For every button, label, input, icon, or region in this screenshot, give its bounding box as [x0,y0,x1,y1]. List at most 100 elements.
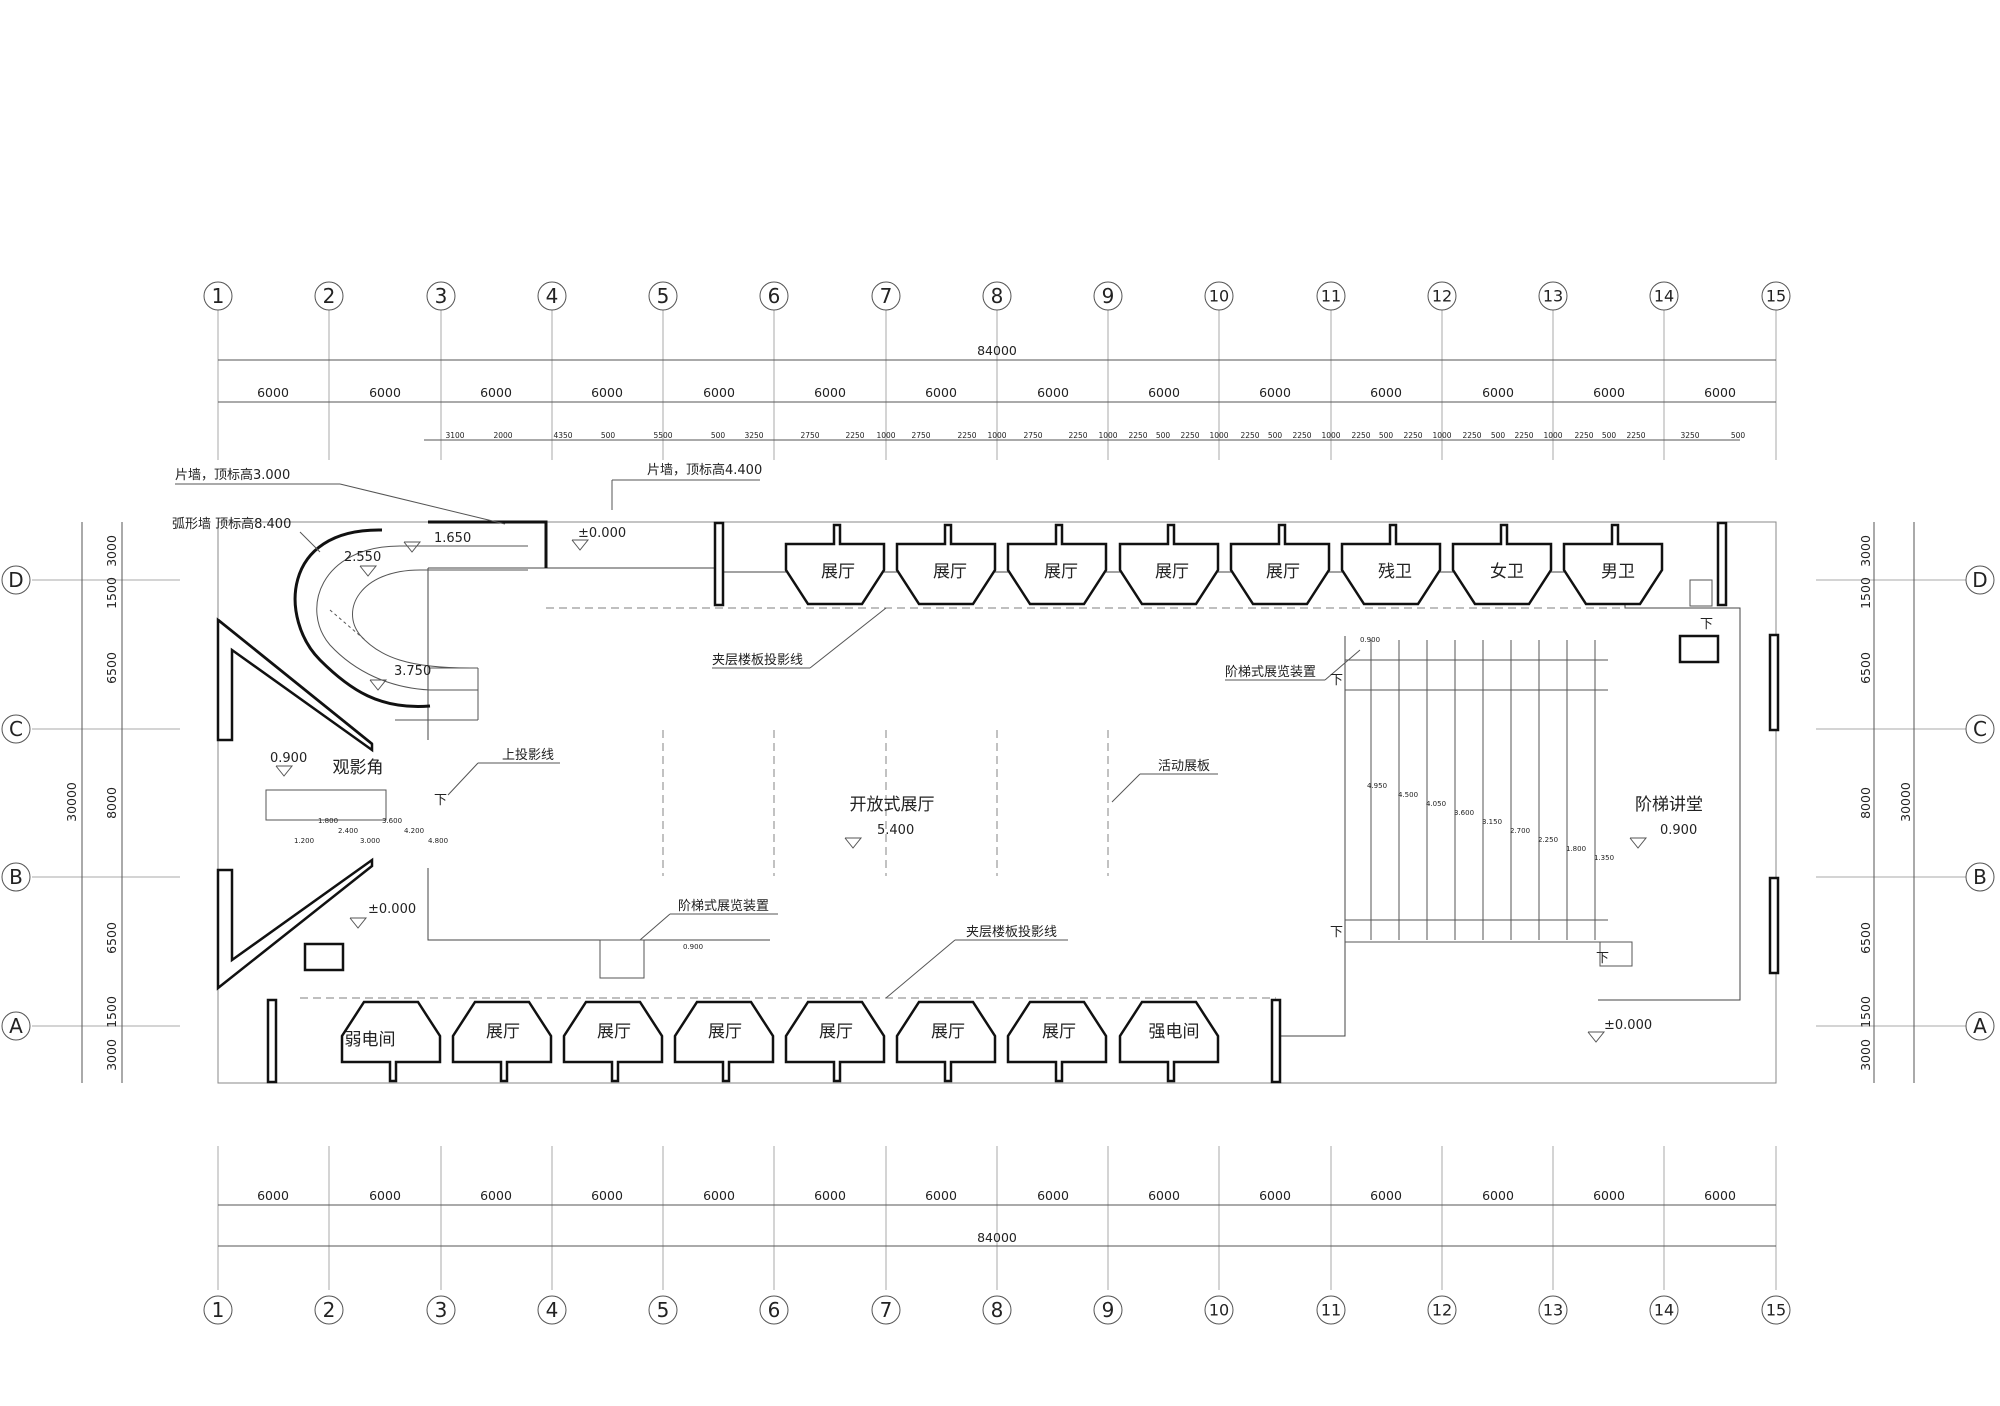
svg-text:2250: 2250 [1462,431,1481,440]
svg-text:3: 3 [435,284,448,308]
svg-text:下: 下 [1596,951,1609,966]
room-exhibition: 展厅 [708,1022,742,1042]
svg-text:2.400: 2.400 [338,827,358,835]
row-axis-bubbles: D C B A D C B A [1,565,1995,1041]
svg-text:3100: 3100 [445,431,464,440]
svg-text:500: 500 [1491,431,1506,440]
room-strong-current: 强电间 [1149,1022,1200,1042]
svg-text:下: 下 [1700,617,1713,632]
svg-text:1000: 1000 [1543,431,1562,440]
svg-text:15: 15 [1766,1301,1786,1320]
svg-text:6000: 6000 [1259,1188,1291,1203]
svg-text:±0.000: ±0.000 [1604,1018,1652,1033]
room-exhibition: 展厅 [1266,562,1300,582]
svg-text:A: A [1973,1014,1987,1038]
svg-text:1000: 1000 [987,431,1006,440]
svg-text:6000: 6000 [1370,385,1402,400]
room-lecture-hall: 阶梯讲堂 [1635,795,1703,815]
svg-text:6000: 6000 [591,385,623,400]
svg-text:B: B [1973,865,1987,889]
svg-text:6500: 6500 [1858,922,1873,954]
bottom-dimensions: 6000 6000 6000 6000 6000 6000 6000 6000 … [218,1188,1776,1247]
svg-text:6: 6 [768,1298,781,1322]
svg-text:6000: 6000 [814,385,846,400]
room-exhibition: 展厅 [931,1022,965,1042]
svg-text:2: 2 [323,1298,336,1322]
svg-text:6000: 6000 [1037,1188,1069,1203]
annotation-notes: 片墙，顶标高3.000 片墙，顶标高4.400 弧形墙 顶标高8.400 夹层楼… [172,462,1713,999]
svg-text:6000: 6000 [1482,1188,1514,1203]
svg-text:500: 500 [1602,431,1617,440]
svg-text:3000: 3000 [1858,535,1873,567]
svg-text:1: 1 [212,1298,225,1322]
svg-text:10: 10 [1209,287,1229,306]
svg-text:2250: 2250 [1128,431,1147,440]
svg-text:13: 13 [1543,287,1563,306]
svg-text:1.650: 1.650 [434,531,471,546]
svg-text:2250: 2250 [1180,431,1199,440]
svg-text:2000: 2000 [493,431,512,440]
svg-text:5.400: 5.400 [877,823,914,838]
svg-text:2250: 2250 [1514,431,1533,440]
svg-text:500: 500 [1268,431,1283,440]
svg-text:6000: 6000 [1593,1188,1625,1203]
room-exhibition: 展厅 [597,1022,631,1042]
svg-text:2.250: 2.250 [1538,836,1558,844]
svg-text:12: 12 [1432,1301,1452,1320]
svg-text:6500: 6500 [104,922,119,954]
svg-text:6000: 6000 [591,1188,623,1203]
svg-text:下: 下 [434,793,447,808]
svg-text:2250: 2250 [1626,431,1645,440]
svg-text:1.200: 1.200 [294,837,314,845]
svg-text:阶梯式展览装置: 阶梯式展览装置 [678,898,769,914]
svg-text:2250: 2250 [1351,431,1370,440]
svg-text:3000: 3000 [1858,1039,1873,1071]
svg-text:7: 7 [880,1298,893,1322]
svg-text:3000: 3000 [104,535,119,567]
svg-text:1000: 1000 [1098,431,1117,440]
svg-text:8: 8 [991,284,1004,308]
svg-text:1500: 1500 [104,996,119,1028]
top-axis-bubbles: 1 2 3 4 5 6 7 8 9 10 11 12 13 14 15 [203,281,1791,311]
svg-text:活动展板: 活动展板 [1158,759,1210,774]
left-dimensions: 30000 3000 1500 6500 8000 6500 1500 3000 [64,522,123,1083]
svg-text:下: 下 [1330,925,1343,940]
room-exhibition: 展厅 [1042,1022,1076,1042]
level-marks: 1.650 2.550 3.750 ±0.000 0.900 ±0.000 5.… [270,526,1697,1043]
svg-text:4: 4 [546,284,559,308]
svg-text:15: 15 [1766,287,1786,306]
svg-text:1500: 1500 [104,577,119,609]
svg-text:4.800: 4.800 [428,837,448,845]
svg-text:30000: 30000 [64,782,79,822]
svg-text:6000: 6000 [1037,385,1069,400]
svg-text:6500: 6500 [104,652,119,684]
svg-text:2250: 2250 [845,431,864,440]
svg-text:3.600: 3.600 [382,817,402,825]
svg-text:1000: 1000 [876,431,895,440]
svg-text:2.550: 2.550 [344,550,381,565]
svg-text:0.900: 0.900 [270,751,307,766]
svg-text:C: C [9,717,23,741]
svg-text:±0.000: ±0.000 [578,526,626,541]
svg-text:弧形墙 顶标高8.400: 弧形墙 顶标高8.400 [172,516,291,532]
svg-text:1500: 1500 [1858,577,1873,609]
top-dimensions: 84000 6000 6000 6000 6000 6000 6000 6000… [218,343,1776,441]
svg-text:5: 5 [657,284,670,308]
svg-text:6000: 6000 [480,385,512,400]
svg-text:6000: 6000 [1704,385,1736,400]
svg-text:1: 1 [212,284,225,308]
svg-text:6000: 6000 [1148,1188,1180,1203]
svg-text:11: 11 [1321,1301,1341,1320]
bottom-pods [340,1000,1220,1083]
svg-text:A: A [9,1014,23,1038]
svg-text:3.600: 3.600 [1454,809,1474,817]
svg-text:12: 12 [1432,287,1452,306]
svg-text:14: 14 [1654,287,1674,306]
svg-text:6000: 6000 [814,1188,846,1203]
svg-text:1000: 1000 [1321,431,1340,440]
svg-text:3250: 3250 [744,431,763,440]
svg-text:2: 2 [323,284,336,308]
svg-text:6: 6 [768,284,781,308]
bottom-axis-bubbles: 1 2 3 4 5 6 7 8 9 10 11 12 13 14 15 [203,1295,1791,1325]
